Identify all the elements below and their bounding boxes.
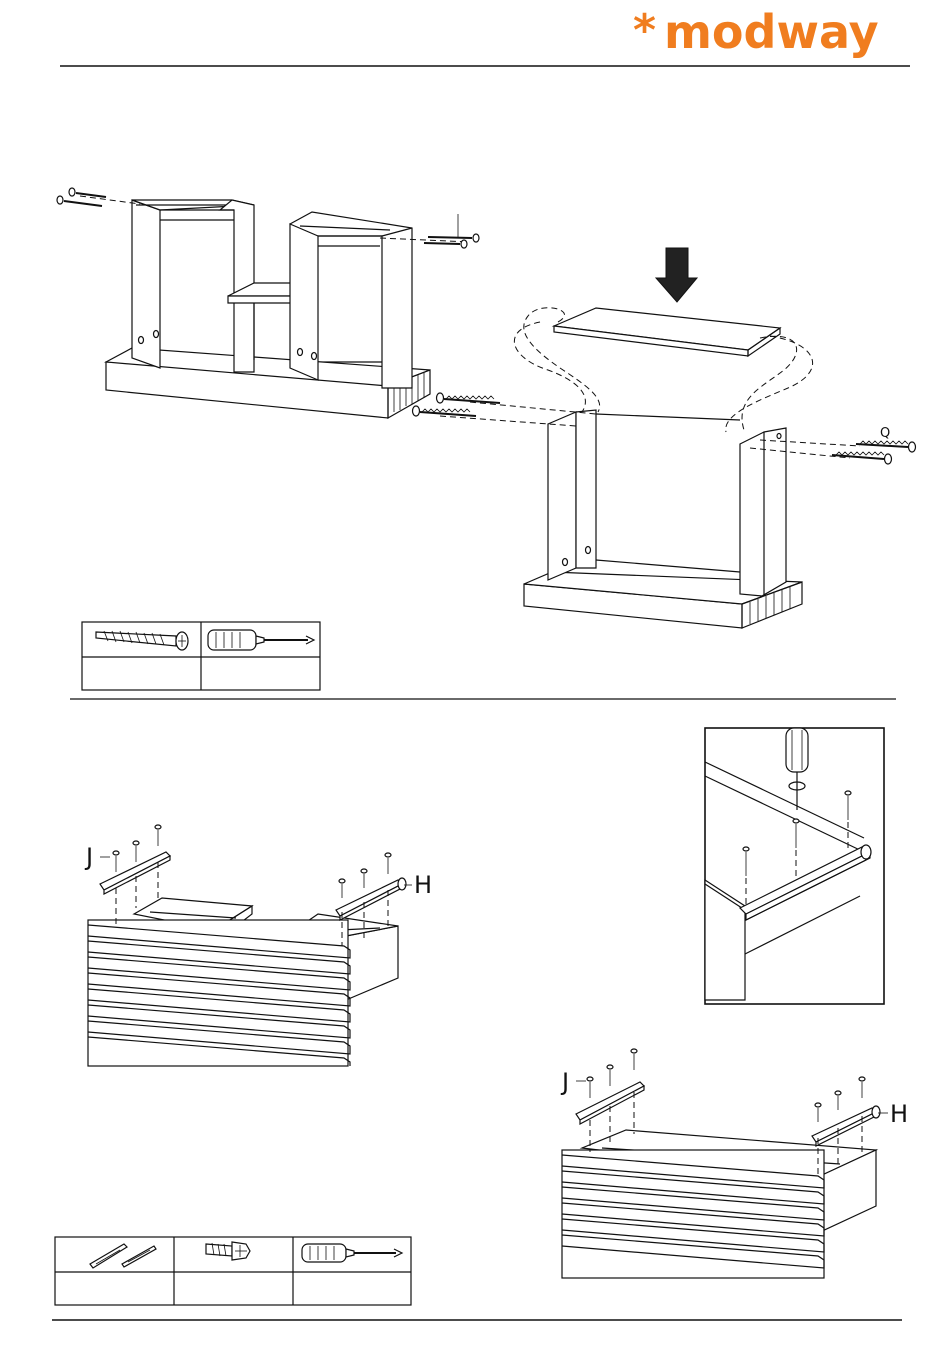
- part-label-j-2: J: [560, 1068, 569, 1096]
- step-b-illustration: J H: [84, 728, 908, 1278]
- screw-1: [69, 188, 106, 197]
- screw-7: [856, 441, 916, 452]
- part-label-h: H: [414, 871, 432, 899]
- down-arrow-icon: [656, 248, 697, 302]
- screwdriver-icon: [208, 630, 314, 650]
- step-a-parts-table: [82, 622, 320, 690]
- screw-icon: [206, 1242, 250, 1260]
- header: * modway: [60, 5, 910, 66]
- screwdriver-icon: [302, 1244, 402, 1262]
- cabinet-box: [440, 402, 860, 628]
- screws-cabinet: Q: [413, 393, 916, 464]
- step-b-parts-table: [55, 1237, 411, 1305]
- screw-5: [437, 393, 501, 403]
- drawer-slide-j: [100, 852, 170, 894]
- drawer-slide-h: [336, 878, 406, 920]
- screw-2: [57, 196, 102, 206]
- top-panel: [554, 308, 780, 356]
- screw-label-q: Q: [880, 426, 890, 441]
- slide-screws-2: [587, 1049, 865, 1122]
- screw-icon: [96, 631, 188, 650]
- screw-6: [413, 406, 477, 416]
- drawer-illustration-2: J H: [560, 1049, 908, 1278]
- detail-inset: [705, 728, 884, 1004]
- screw-8: [832, 452, 892, 464]
- brand-logo: modway: [664, 5, 879, 59]
- drawer-slide-h-2: [812, 1106, 880, 1146]
- screws-left-frame: [57, 188, 479, 248]
- part-label-j: J: [84, 843, 93, 871]
- drawer-front-2: [562, 1150, 824, 1278]
- brand-star: *: [633, 5, 656, 56]
- drawer-slide-icon: [90, 1244, 156, 1268]
- drawer-illustration-1: J H: [84, 825, 432, 1066]
- drawer-front-1: [88, 920, 350, 1066]
- part-label-h-2: H: [890, 1100, 908, 1128]
- step-a-illustration: Q: [57, 188, 916, 628]
- assembled-frame: [80, 196, 470, 418]
